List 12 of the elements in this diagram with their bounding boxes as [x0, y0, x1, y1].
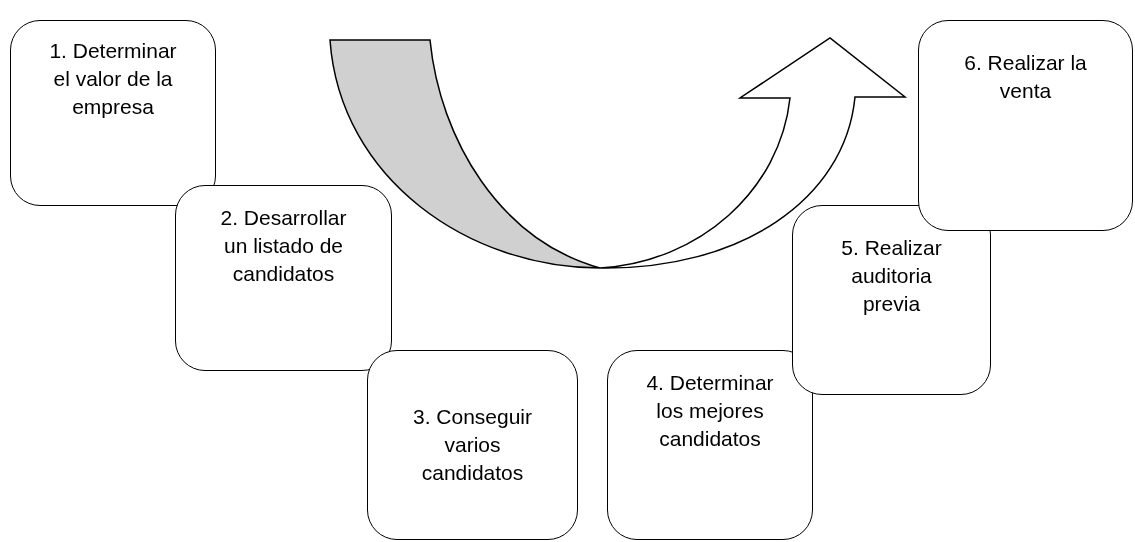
step-box	[175, 185, 392, 371]
step-label: 1. Determinar el valor de la empresa	[48, 38, 178, 120]
step-box	[792, 205, 991, 395]
step-label: 6. Realizar la venta	[963, 50, 1088, 104]
step-label: 3. Conseguir varios candidatos	[411, 404, 534, 486]
step-label: 2. Desarrollar un listado de candidatos	[219, 205, 348, 287]
step-box	[367, 350, 578, 540]
step-label: 4. Determinar los mejores candidatos	[645, 370, 775, 452]
step-box	[918, 20, 1133, 231]
step-box	[607, 350, 813, 540]
step-label: 5. Realizar auditoria previa	[840, 235, 943, 317]
step-box	[10, 20, 216, 206]
